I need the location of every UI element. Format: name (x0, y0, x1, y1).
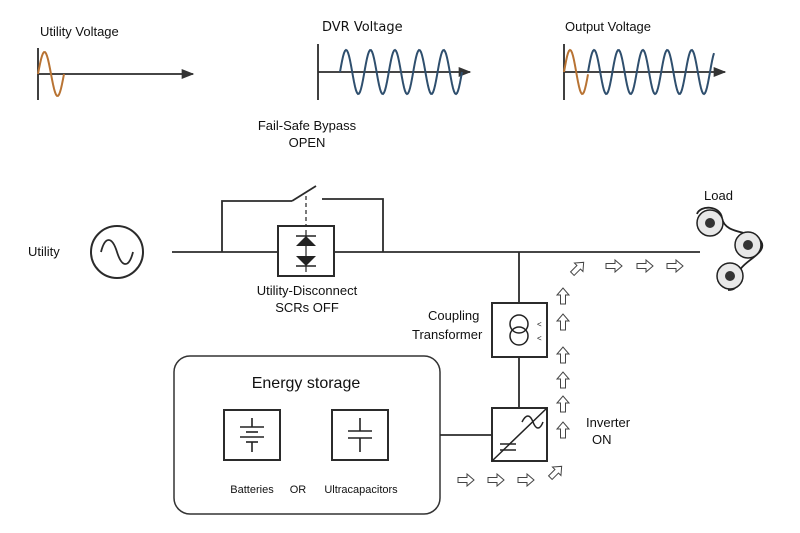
battery-box (223, 409, 281, 461)
utility-voltage-label: Utility Voltage (40, 24, 119, 39)
output-voltage-label: Output Voltage (565, 19, 651, 34)
flow-arrow (555, 395, 571, 413)
ultracapacitor-box (331, 409, 389, 461)
flow-arrow (517, 472, 535, 488)
bypass-wire-left (221, 200, 292, 252)
scr-block: Utility-Disconnect SCRs OFF (257, 225, 358, 315)
power-flow-arrows (457, 258, 684, 488)
dvr-voltage-label: DVR Voltage (322, 20, 403, 35)
transformer-coil-2-icon (509, 326, 529, 346)
transformer-tick-1: < (537, 320, 542, 329)
load-roller-3-hub (725, 271, 735, 281)
load-roller-1-hub (705, 218, 715, 228)
transformer-coil-1-icon (509, 314, 529, 334)
flow-arrow (569, 261, 585, 277)
flow-arrow (605, 258, 623, 274)
batteries-label: Batteries (230, 484, 274, 496)
dvr-wave (339, 48, 463, 96)
fail-safe-bypass: Fail-Safe Bypass OPEN (221, 118, 384, 252)
dvr-voltage-graph: DVR Voltage (317, 20, 472, 100)
ultracapacitors-label: Ultracapacitors (324, 484, 398, 496)
flow-arrow (666, 258, 684, 274)
flow-arrow (555, 346, 571, 364)
utility-sag-wave (37, 51, 65, 97)
transformer-box (491, 302, 548, 358)
utility-source: Utility (28, 225, 144, 279)
battery-icon (240, 418, 264, 452)
load-roller-2-hub (743, 240, 753, 250)
inverter-label-line1: Inverter (586, 415, 631, 430)
output-sag-wave (563, 48, 589, 96)
energy-storage-title: Energy storage (252, 375, 361, 392)
bypass-wire-right (322, 198, 384, 252)
inverter-ac-icon (521, 415, 544, 429)
bypass-label-line1: Fail-Safe Bypass (258, 118, 357, 133)
flow-arrow (636, 258, 654, 274)
flow-arrow (487, 472, 505, 488)
flow-arrow (547, 465, 563, 481)
coupling-transformer: < < Coupling Transformer (412, 252, 548, 408)
utility-voltage-graph: Utility Voltage (37, 24, 195, 100)
bypass-label-line2: OPEN (289, 135, 326, 150)
or-label: OR (290, 484, 307, 496)
transformer-tick-2: < (537, 334, 542, 343)
flow-arrow (457, 472, 475, 488)
scr-label-line2: SCRs OFF (275, 300, 339, 315)
inverter-diagonal (491, 407, 548, 462)
flow-arrow (555, 421, 571, 439)
energy-storage: Energy storage Batteries OR Ultracapacit… (173, 355, 441, 515)
output-voltage-graph: Output Voltage (563, 19, 727, 100)
bypass-switch-blade (291, 185, 317, 202)
load-label: Load (704, 188, 733, 203)
inverter-label-line2: ON (592, 432, 612, 447)
scr-label-line1: Utility-Disconnect (257, 283, 358, 298)
flow-arrow (555, 287, 571, 305)
utility-label: Utility (28, 244, 60, 259)
flow-arrow (555, 371, 571, 389)
capacitor-icon (348, 418, 372, 452)
flow-arrow (555, 313, 571, 331)
transformer-label-line1: Coupling (428, 308, 479, 323)
load: Load (696, 188, 764, 291)
output-dvr-wave (587, 48, 715, 96)
transformer-label-line2: Transformer (412, 327, 483, 342)
inverter: Inverter ON (491, 407, 631, 462)
sine-symbol-icon (100, 239, 134, 265)
